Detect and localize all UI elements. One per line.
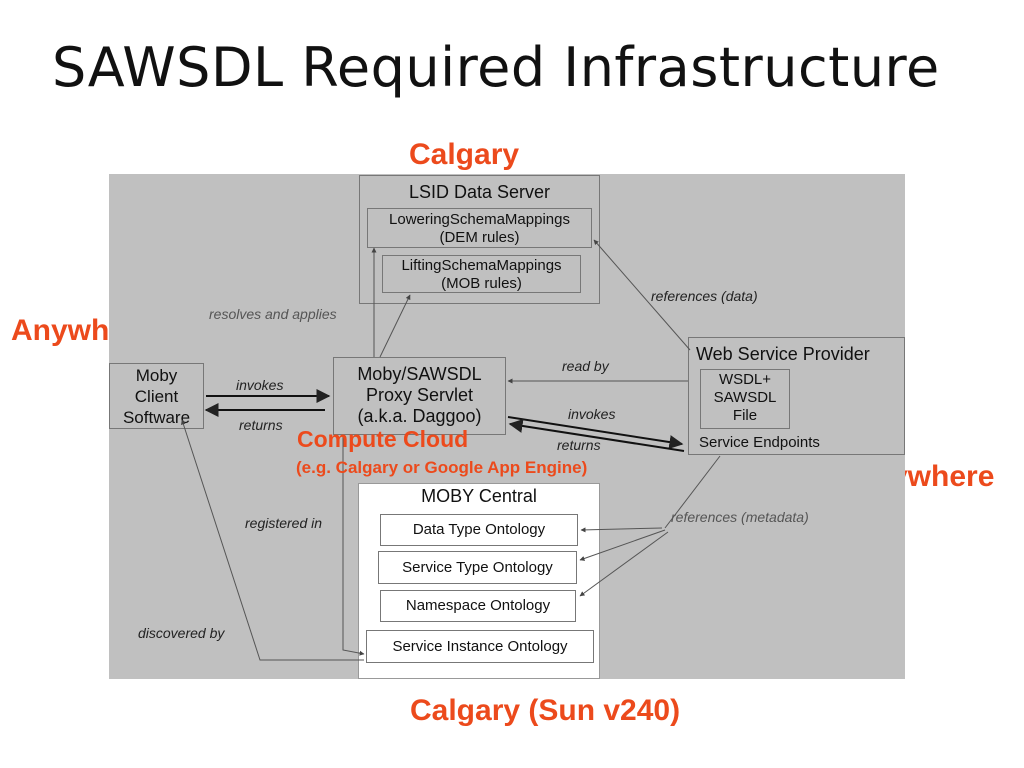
edge-metadata-service-type: [579, 529, 666, 561]
label-returns-right: returns: [557, 437, 601, 453]
label-invokes-left: invokes: [236, 377, 284, 393]
edge-proxy-invokes-endpoints: [507, 416, 684, 449]
lifting-schema-mappings: [382, 255, 581, 293]
namespace-ontology-label: Namespace Ontology: [405, 597, 551, 614]
moby-sawsdl-proxy-servlet: [333, 357, 506, 435]
compute-cloud-example: (e.g. Calgary or Google App Engine): [296, 458, 588, 477]
edge-registered-in: [342, 435, 365, 656]
central-title: MOBY Central: [421, 486, 537, 506]
slide-title: SAWSDL Required Infrastructure: [52, 36, 940, 99]
label-references-metadata: references (metadata): [671, 509, 809, 525]
location-calgary-bottom: Calgary (Sun v240): [410, 694, 681, 727]
location-calgary-top: Calgary: [409, 138, 520, 171]
edge-proxy-to-lifting: [379, 294, 411, 358]
label-invokes-right: invokes: [568, 406, 616, 422]
data-type-ontology-label: Data Type Ontology: [412, 521, 546, 538]
edge-metadata-data-type: [580, 527, 663, 533]
lifting-label-2: (MOB rules): [441, 275, 522, 292]
label-registered-in: registered in: [245, 515, 323, 531]
data-type-ontology: [380, 514, 578, 546]
label-returns-left: returns: [239, 417, 283, 433]
lowering-label-1: LoweringSchemaMappings: [389, 211, 570, 228]
label-references-data: references (data): [651, 288, 758, 304]
service-instance-ontology-label: Service Instance Ontology: [392, 638, 568, 655]
label-discovered-by: discovered by: [138, 625, 225, 641]
service-endpoints-label: Service Endpoints: [699, 434, 820, 451]
client-label-2: Client: [134, 387, 179, 406]
service-type-ontology-label: Service Type Ontology: [402, 559, 553, 576]
wsdl-label-2: SAWSDL: [713, 389, 777, 406]
wsdl-label-1: WSDL+: [718, 371, 772, 388]
edge-endpoints-returns-proxy: [508, 419, 685, 452]
client-label-1: Moby: [135, 366, 178, 385]
service-type-ontology: [378, 551, 577, 584]
lowering-schema-mappings: [367, 208, 592, 248]
proxy-label-1: Moby/SAWSDL: [357, 364, 482, 384]
wsdl-label-3: File: [732, 407, 758, 424]
lowering-label-2: (DEM rules): [439, 229, 520, 246]
proxy-label-3: (a.k.a. Daggoo): [357, 406, 482, 426]
lsid-title: LSID Data Server: [408, 182, 551, 202]
edge-metadata-namespace: [579, 531, 669, 597]
edge-provider-to-lsid: [593, 239, 691, 351]
client-label-3: Software: [122, 408, 191, 427]
moby-client-software: [109, 363, 204, 429]
edge-provider-to-metadata: [664, 455, 721, 529]
label-resolves-and-applies: resolves and applies: [209, 306, 337, 322]
provider-title: Web Service Provider: [696, 344, 870, 364]
compute-cloud-label: Compute Cloud: [297, 426, 469, 452]
proxy-label-2: Proxy Servlet: [365, 385, 474, 405]
service-instance-ontology: [366, 630, 594, 663]
edge-discovered-by: [181, 419, 364, 661]
namespace-ontology: [380, 590, 576, 622]
wsdl-sawsdl-file: [700, 369, 790, 429]
label-read-by: read by: [562, 358, 609, 374]
lifting-label-1: LiftingSchemaMappings: [401, 257, 562, 274]
